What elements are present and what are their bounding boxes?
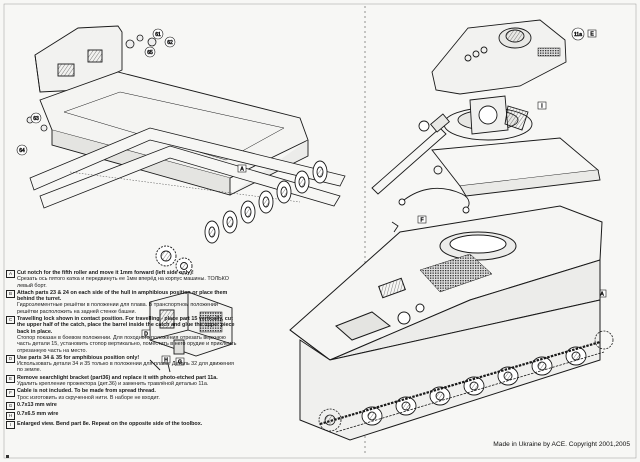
note-text-en: Enlarged view. Bend part 8e. Repeat on t… xyxy=(17,420,203,427)
note-text-ru: Срезать ось пятого катка и передвинуть е… xyxy=(17,276,229,289)
note-text-ru: Гидроэлементные решётки в положении для … xyxy=(17,302,218,315)
note-b: B Attach parts 23 & 24 on each side of t… xyxy=(6,290,238,315)
tow-cable-parts xyxy=(391,187,470,244)
note-key: I xyxy=(6,420,15,429)
svg-text:I: I xyxy=(541,104,542,110)
note-key: E xyxy=(6,375,15,384)
hull-lower-side xyxy=(289,259,601,441)
note-text-ru: Стопор показан в боевом положении. Для п… xyxy=(17,334,237,354)
note-key: H xyxy=(6,411,15,420)
note-c: C Travelling lock shown in contact posit… xyxy=(6,316,238,354)
turret-basket xyxy=(431,137,601,197)
page-frame xyxy=(3,3,637,459)
svg-text:F: F xyxy=(420,218,423,224)
note-key: B xyxy=(6,290,15,299)
turret-top xyxy=(431,19,567,95)
note-a: A Cut notch for the fifth roller and mov… xyxy=(6,270,238,289)
svg-text:A: A xyxy=(600,292,604,298)
note-key: D xyxy=(6,355,15,364)
svg-text:G: G xyxy=(178,360,182,366)
turret-ring xyxy=(443,95,533,141)
note-text-en: Attach parts 23 & 24 on each side of the… xyxy=(17,289,228,303)
note-text-en: Cut notch for the fifth roller and move … xyxy=(17,270,194,276)
hull-upper-deck xyxy=(289,205,603,361)
svg-text:A: A xyxy=(240,167,244,173)
toolbox-inset xyxy=(149,291,233,373)
note-i: I Enlarged view. Bend part 8e. Repeat on… xyxy=(6,421,238,429)
gun-barrel xyxy=(371,113,450,195)
note-text-en: Travelling lock shown in contact positio… xyxy=(17,316,235,335)
callout-61: 61 xyxy=(155,32,161,38)
note-text-ru: Удалить крепление прожектора (дет.36) и … xyxy=(17,381,209,388)
rear-hull-plate xyxy=(34,25,123,93)
svg-text:11a: 11a xyxy=(574,32,582,38)
part-callout-circles: 61 62 63 64 65 xyxy=(16,28,176,156)
callout-64: 64 xyxy=(19,148,25,154)
note-text-en: 0.7x6.5 mm wire xyxy=(17,411,59,418)
note-text-en: Cable is not included. To be made from s… xyxy=(17,388,156,395)
callout-63: 63 xyxy=(33,116,39,122)
track-run xyxy=(318,330,614,433)
note-text-en: Use parts 34 & 35 for amphibious positio… xyxy=(17,354,140,361)
note-key: F xyxy=(6,388,15,397)
turret-callouts: 11a E I A F xyxy=(417,27,607,298)
copyright-line: Made in Ukraine by ACE. Copyright 2001,2… xyxy=(493,441,630,448)
page-corner-mark xyxy=(6,455,9,458)
svg-text:H: H xyxy=(164,358,168,364)
note-e: E Remove searchlight bracket (part36) an… xyxy=(6,375,238,388)
note-key: C xyxy=(6,316,15,325)
note-h: H 0.7x6.5 mm wire xyxy=(6,411,238,420)
note-d: D Use parts 34 & 35 for amphibious posit… xyxy=(6,355,238,374)
svg-text:E: E xyxy=(590,32,594,38)
note-text-en: 0.7x13 mm wire xyxy=(17,401,57,408)
inset-box-labels: H G D xyxy=(141,329,185,366)
assembly-notes: A Cut notch for the fifth roller and mov… xyxy=(6,270,238,430)
callout-62: 62 xyxy=(167,40,173,46)
note-text-en: Remove searchlight bracket (part36) and … xyxy=(17,374,218,381)
svg-text:D: D xyxy=(144,332,148,338)
sprocket-wheels xyxy=(155,245,193,275)
note-g: G 0.7x13 mm wire xyxy=(6,401,238,411)
left-page-road-wheels xyxy=(204,160,328,244)
note-key: A xyxy=(6,270,15,279)
label-box-a-left: A xyxy=(237,164,247,173)
note-text-ru: Использовать детали 34 и 35 только в пол… xyxy=(17,361,234,374)
callout-65: 65 xyxy=(147,50,153,56)
note-text-ru: Трос изготовить из скрученной нити. В на… xyxy=(17,394,160,401)
note-f: F Cable is not included. To be made from… xyxy=(6,388,238,401)
note-key: G xyxy=(6,402,15,411)
